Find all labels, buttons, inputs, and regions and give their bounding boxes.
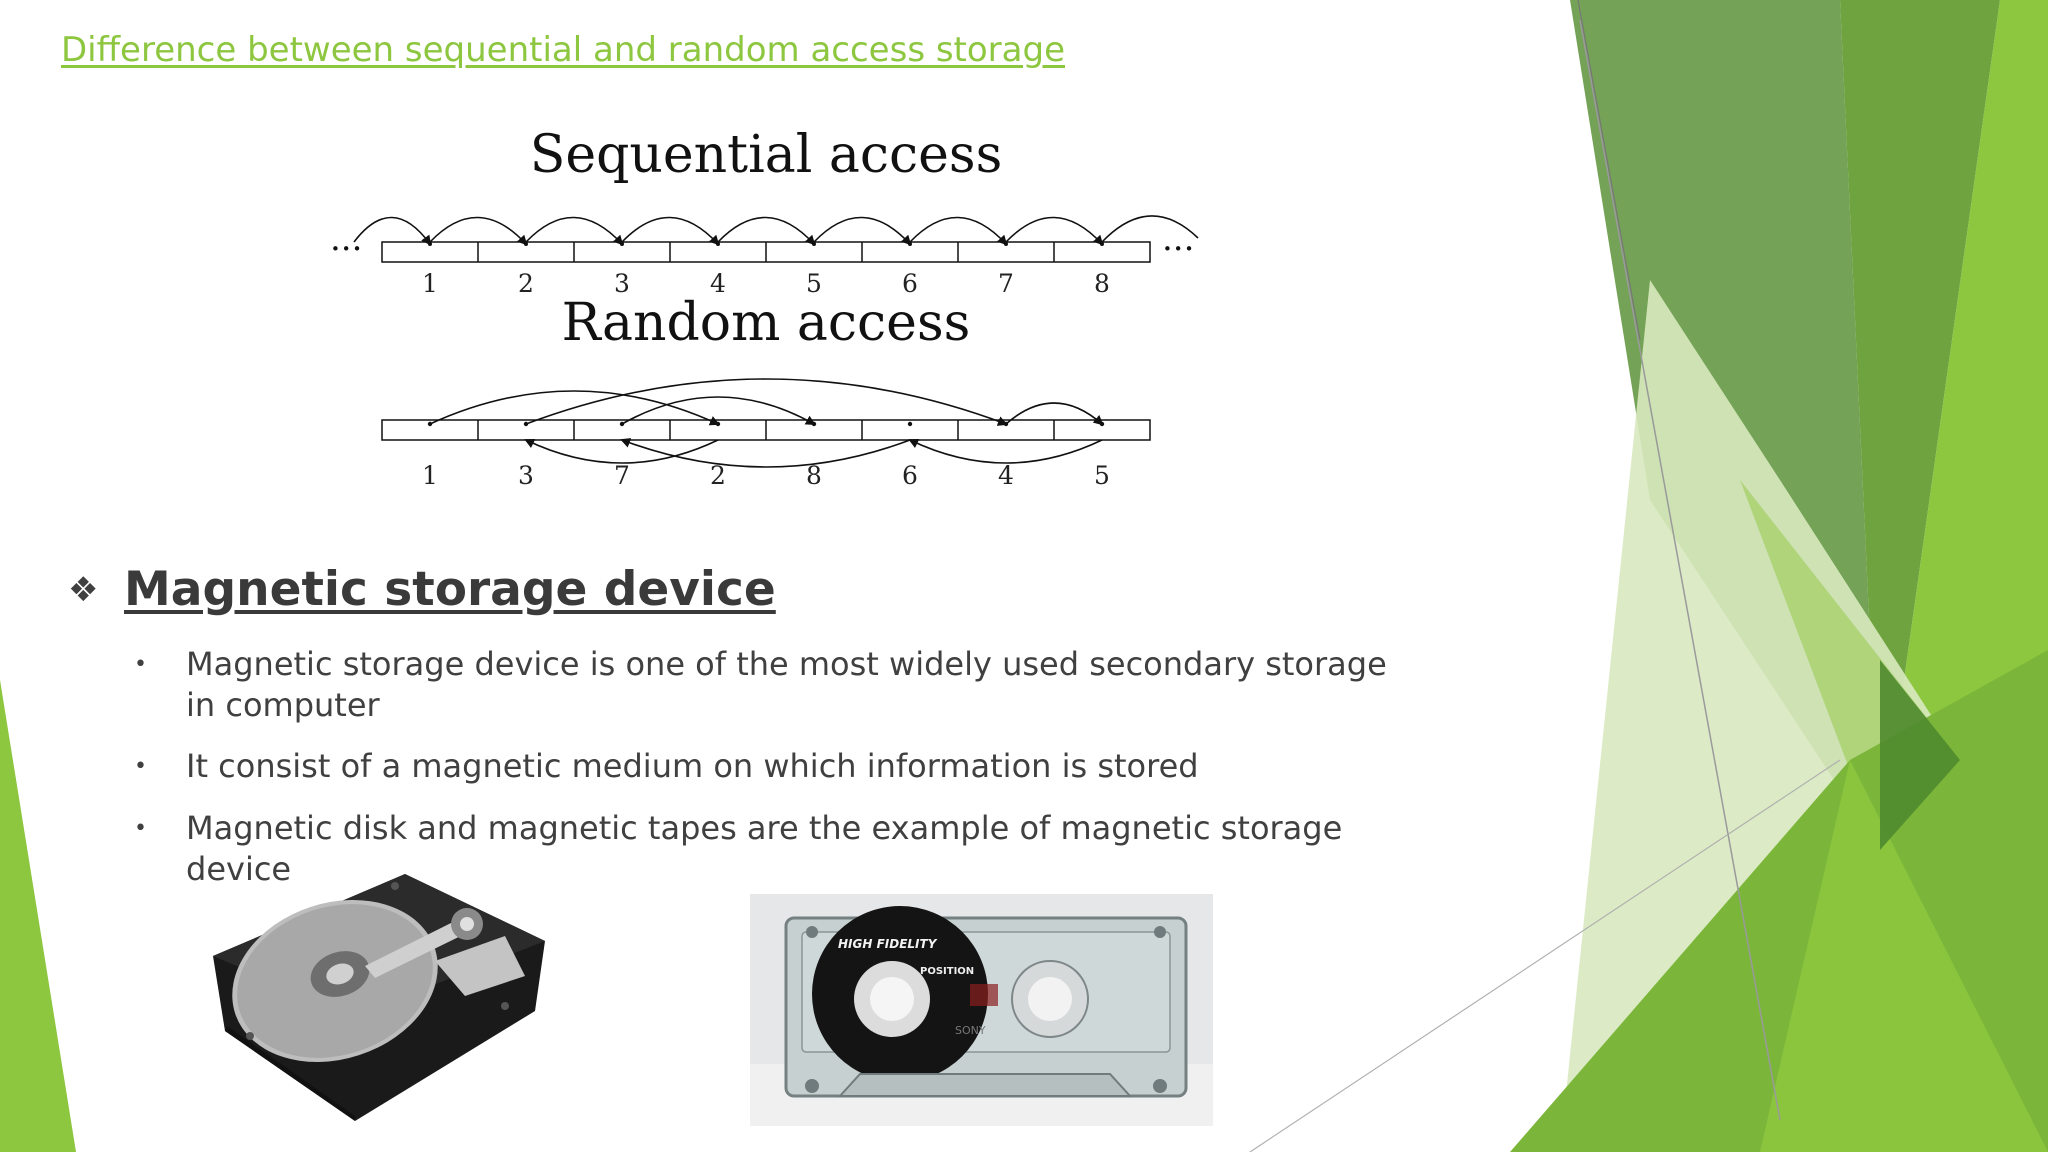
random-cell-number: 8: [806, 461, 822, 490]
sequential-arrow: [717, 216, 816, 246]
random-cell-number: 2: [710, 461, 726, 490]
random-arrows: [427, 378, 1105, 468]
random-heading: Random access: [562, 293, 971, 353]
sequential-right-ellipsis: ...: [1162, 219, 1194, 259]
access-diagram: Sequential access ... ... 1 2 3 4 5 6 7 8 Rando…: [330, 130, 1199, 490]
sequential-cell-numbers: 1 2 3 4 5 6 7 8: [422, 269, 1110, 298]
random-arrow: [524, 438, 719, 464]
slide-title[interactable]: Difference between sequential and random…: [61, 30, 1065, 70]
bullet-item: • Magnetic disk and magnetic tapes are t…: [130, 808, 1420, 890]
random-arrow: [908, 438, 1103, 464]
random-cell-number: 3: [518, 461, 534, 490]
random-cell-number: 5: [1094, 461, 1110, 490]
sequential-arrow: [909, 216, 1008, 246]
random-arrow: [525, 378, 1008, 426]
sequential-cell-number: 2: [518, 269, 534, 298]
sequential-arrow: [621, 216, 720, 246]
bullet-dot-icon: •: [134, 754, 147, 779]
sequential-arrow: [429, 216, 528, 246]
sequential-arrows: [353, 215, 1199, 246]
sequential-arrow: [813, 216, 912, 246]
bullet-text: Magnetic disk and magnetic tapes are the…: [186, 809, 1343, 888]
sequential-cell-number: 7: [998, 269, 1014, 298]
random-cell-number: 6: [902, 461, 918, 490]
random-cell-numbers: 1 3 7 2 8 6 4 5: [422, 461, 1110, 490]
random-cell-number: 1: [422, 461, 438, 490]
bullet-item: • Magnetic storage device is one of the …: [130, 644, 1420, 726]
random-cell-row: [381, 419, 1151, 441]
random-cell-dot: [907, 421, 913, 427]
random-arrow: [429, 390, 720, 426]
sequential-cell-number: 5: [806, 269, 822, 298]
sequential-left-ellipsis: ...: [330, 219, 362, 259]
section-heading-row: ❖ Magnetic storage device: [68, 562, 776, 617]
sequential-heading: Sequential access: [530, 130, 1003, 185]
sequential-cell-number: 1: [422, 269, 438, 298]
sequential-cell-number: 3: [614, 269, 630, 298]
sequential-cell-row: [381, 241, 1151, 263]
tape-brand-text: SONY: [955, 1024, 986, 1037]
random-arrow: [1005, 402, 1104, 426]
bullet-dot-icon: •: [134, 816, 147, 841]
random-arrow: [620, 438, 911, 468]
random-arrow: [621, 396, 816, 425]
sequential-arrow: [353, 216, 432, 246]
random-cell-number: 4: [998, 461, 1014, 490]
bullet-text: Magnetic storage device is one of the mo…: [186, 645, 1387, 724]
sequential-cell-number: 4: [710, 269, 726, 298]
section-heading[interactable]: Magnetic storage device: [124, 562, 776, 617]
diamond-bullet-icon: ❖: [68, 569, 99, 610]
tape-position-text: POSITION: [920, 966, 974, 977]
random-cell-number: 7: [614, 461, 630, 490]
tape-label-text: HIGH FIDELITY: [838, 937, 938, 951]
sequential-cell-number: 8: [1094, 269, 1110, 298]
bullet-text: It consist of a magnetic medium on which…: [186, 747, 1199, 785]
sequential-arrow: [1005, 216, 1104, 246]
sequential-cell-number: 6: [902, 269, 918, 298]
bullet-item: • It consist of a magnetic medium on whi…: [130, 746, 1420, 788]
bullet-list: • Magnetic storage device is one of the …: [130, 644, 1420, 910]
bullet-dot-icon: •: [134, 652, 147, 677]
hard-disk-drive-image: [213, 874, 545, 1121]
sequential-arrow: [1101, 215, 1199, 243]
sequential-arrow: [525, 216, 624, 246]
cassette-tape-image: HIGH FIDELITY POSITION SONY: [750, 894, 1213, 1126]
